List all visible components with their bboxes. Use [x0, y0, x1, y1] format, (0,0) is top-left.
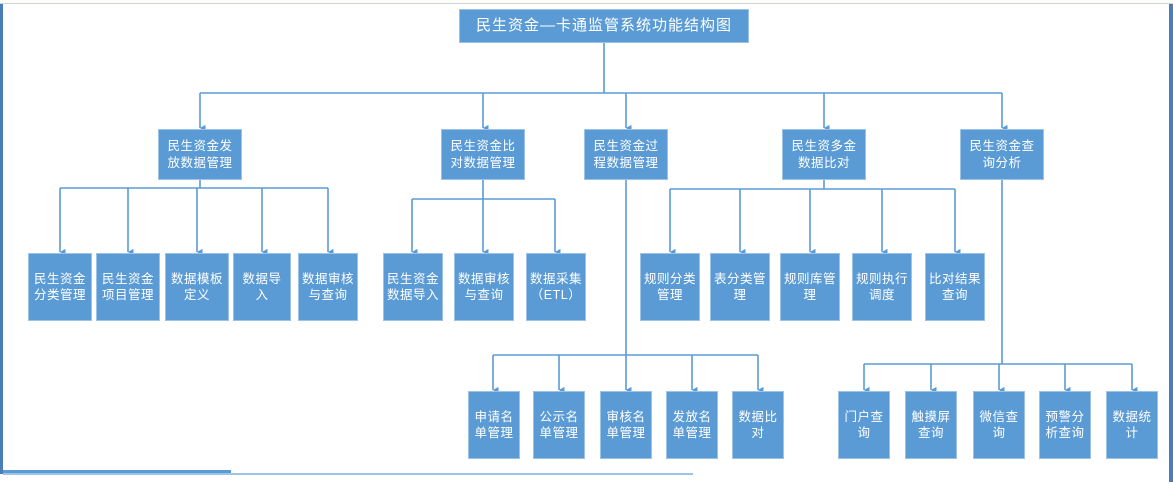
- group3-leaf-1[interactable]: 规则分类管理: [640, 253, 700, 321]
- group5-leaf-2[interactable]: 触摸屏查询: [905, 391, 957, 459]
- group1-leaf-3-label: 数据模板定义: [170, 271, 223, 303]
- group4-leaf-3-label: 审核名单管理: [606, 409, 646, 441]
- page-frame-top: [0, 0, 1173, 4]
- group4-leaf-2-label: 公示名单管理: [539, 409, 579, 441]
- group5-leaf-5[interactable]: 数据统计: [1106, 391, 1158, 459]
- group3-leaf-5[interactable]: 比对结果查询: [925, 253, 985, 321]
- group4-leaf-1-label: 申请名单管理: [474, 409, 514, 441]
- group5-leaf-3[interactable]: 微信查询: [973, 391, 1025, 459]
- level2-node-2-label: 民生资金比对数据管理: [450, 139, 516, 170]
- group2-leaf-2-label: 数据审核与查询: [458, 271, 511, 303]
- group3-leaf-2-label: 表分类管理: [714, 271, 767, 303]
- page-frame-bottom-secondary: [3, 473, 693, 475]
- level2-node-1[interactable]: 民生资金发放数据管理: [158, 129, 242, 180]
- group1-leaf-3[interactable]: 数据模板定义: [165, 253, 229, 321]
- page-frame-bottom: [3, 470, 231, 473]
- group4-leaf-2[interactable]: 公示名单管理: [533, 391, 585, 459]
- group2-leaf-3[interactable]: 数据采集（ETL）: [526, 253, 586, 321]
- group5-leaf-3-label: 微信查询: [979, 409, 1019, 441]
- level2-node-4[interactable]: 民生资多金数据比对: [782, 129, 866, 180]
- level2-node-1-label: 民生资金发放数据管理: [167, 139, 233, 170]
- group1-leaf-4-label: 数据导入: [242, 271, 282, 303]
- group3-leaf-3-label: 规则库管理: [784, 271, 837, 303]
- group5-leaf-5-label: 数据统计: [1112, 409, 1152, 441]
- group2-leaf-2[interactable]: 数据审核与查询: [454, 253, 514, 321]
- group4-leaf-4[interactable]: 发放名单管理: [666, 391, 718, 459]
- group1-leaf-1-label: 民生资金分类管理: [33, 271, 86, 303]
- group1-leaf-2[interactable]: 民生资金项目管理: [96, 253, 160, 321]
- group1-leaf-5[interactable]: 数据审核与查询: [298, 253, 358, 321]
- root-node-label: 民生资金—卡通监管系统功能结构图: [475, 17, 732, 35]
- group1-leaf-5-label: 数据审核与查询: [302, 271, 355, 303]
- group4-leaf-3[interactable]: 审核名单管理: [600, 391, 652, 459]
- group1-leaf-1[interactable]: 民生资金分类管理: [28, 253, 92, 321]
- group5-leaf-4-label: 预警分析查询: [1045, 409, 1085, 441]
- group3-leaf-4[interactable]: 规则执行调度: [852, 253, 912, 321]
- group4-leaf-5[interactable]: 数据比对: [732, 391, 784, 459]
- group1-leaf-4[interactable]: 数据导入: [233, 253, 291, 321]
- group3-leaf-2[interactable]: 表分类管理: [710, 253, 770, 321]
- group1-leaf-2-label: 民生资金项目管理: [101, 271, 154, 303]
- group5-leaf-1-label: 门户查询: [844, 409, 884, 441]
- group4-leaf-4-label: 发放名单管理: [672, 409, 712, 441]
- group2-leaf-1-label: 民生资金数据导入: [387, 271, 440, 303]
- group3-leaf-4-label: 规则执行调度: [856, 271, 909, 303]
- group2-leaf-1[interactable]: 民生资金数据导入: [383, 253, 443, 321]
- group5-leaf-2-label: 触摸屏查询: [911, 409, 951, 441]
- level2-node-2[interactable]: 民生资金比对数据管理: [441, 129, 525, 180]
- level2-node-3-label: 民生资金过程数据管理: [593, 139, 659, 170]
- level2-node-5[interactable]: 民生资金查询分析: [960, 129, 1044, 180]
- group3-leaf-1-label: 规则分类管理: [644, 271, 697, 303]
- level2-node-3[interactable]: 民生资金过程数据管理: [584, 129, 668, 180]
- group4-leaf-1[interactable]: 申请名单管理: [468, 391, 520, 459]
- group5-leaf-4[interactable]: 预警分析查询: [1039, 391, 1091, 459]
- group3-leaf-5-label: 比对结果查询: [929, 271, 982, 303]
- root-node[interactable]: 民生资金—卡通监管系统功能结构图: [459, 9, 749, 43]
- level2-node-4-label: 民生资多金数据比对: [791, 139, 857, 170]
- group5-leaf-1[interactable]: 门户查询: [838, 391, 890, 459]
- level2-node-5-label: 民生资金查询分析: [969, 139, 1035, 170]
- group4-leaf-5-label: 数据比对: [738, 409, 778, 441]
- group2-leaf-3-label: 数据采集（ETL）: [530, 271, 583, 303]
- page-frame-left: [0, 4, 3, 474]
- page-frame-right: [1169, 4, 1173, 482]
- group3-leaf-3[interactable]: 规则库管理: [780, 253, 840, 321]
